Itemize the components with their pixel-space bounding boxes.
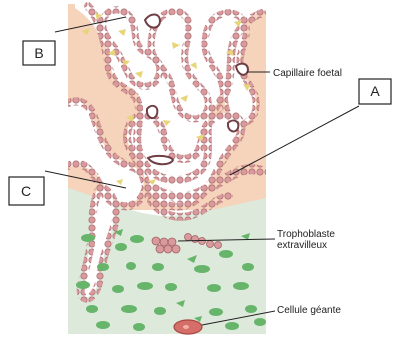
decidual-cell (96, 321, 110, 329)
giant-cell-nucleus (183, 325, 189, 329)
capillary (228, 121, 238, 132)
cell-cluster-dot (185, 234, 192, 241)
label-c: C (9, 177, 44, 205)
decidual-cell (137, 282, 153, 290)
decidual-cell (154, 307, 166, 315)
label-a: A (359, 79, 391, 104)
capillaire-foetal-label: Capillaire foetal (273, 68, 342, 79)
decidual-cell (121, 305, 137, 313)
cell-cluster-dot (156, 245, 164, 253)
decidual-cell (97, 263, 109, 271)
cell-cluster-dot (164, 245, 172, 253)
cell-cluster-dot (172, 245, 180, 253)
decidual-cell (152, 263, 164, 271)
trophoblaste-label-line2: extravilleux (277, 240, 327, 251)
decidual-cell (133, 323, 145, 331)
callout-texts: Capillaire foetal Trophoblaste extravill… (273, 68, 342, 316)
decidual-cell (76, 281, 90, 289)
decidual-cell (126, 262, 136, 270)
decidual-cell (219, 250, 233, 258)
decidual-cell (81, 234, 95, 242)
decidual-cell (209, 308, 223, 316)
decidual-cell (207, 284, 221, 292)
cellule-geante-label: Cellule géante (277, 305, 341, 316)
decidual-cell (194, 265, 210, 273)
trophoblaste-label-line1: Trophoblaste (277, 229, 335, 240)
cell-cluster-dot (207, 241, 214, 248)
label-a-text: A (370, 83, 380, 99)
decidual-cell (254, 318, 266, 326)
decidual-cell (225, 322, 239, 330)
decidual-cell (233, 282, 249, 290)
decidual-cell (115, 243, 127, 251)
decidual-cell (245, 305, 257, 313)
cell-cluster-dot (215, 242, 222, 249)
cell-cluster-dot (152, 237, 160, 245)
label-b: B (23, 41, 55, 65)
label-c-text: C (21, 183, 31, 199)
decidual-cell (86, 305, 98, 313)
decidual-cell (165, 283, 177, 291)
decidual-cell (130, 235, 144, 243)
decidual-cell (242, 263, 254, 271)
capillary (145, 14, 160, 27)
cell-cluster-dot (192, 236, 199, 243)
capillary (147, 106, 157, 118)
decidual-cell (112, 285, 124, 293)
label-b-text: B (34, 45, 43, 61)
